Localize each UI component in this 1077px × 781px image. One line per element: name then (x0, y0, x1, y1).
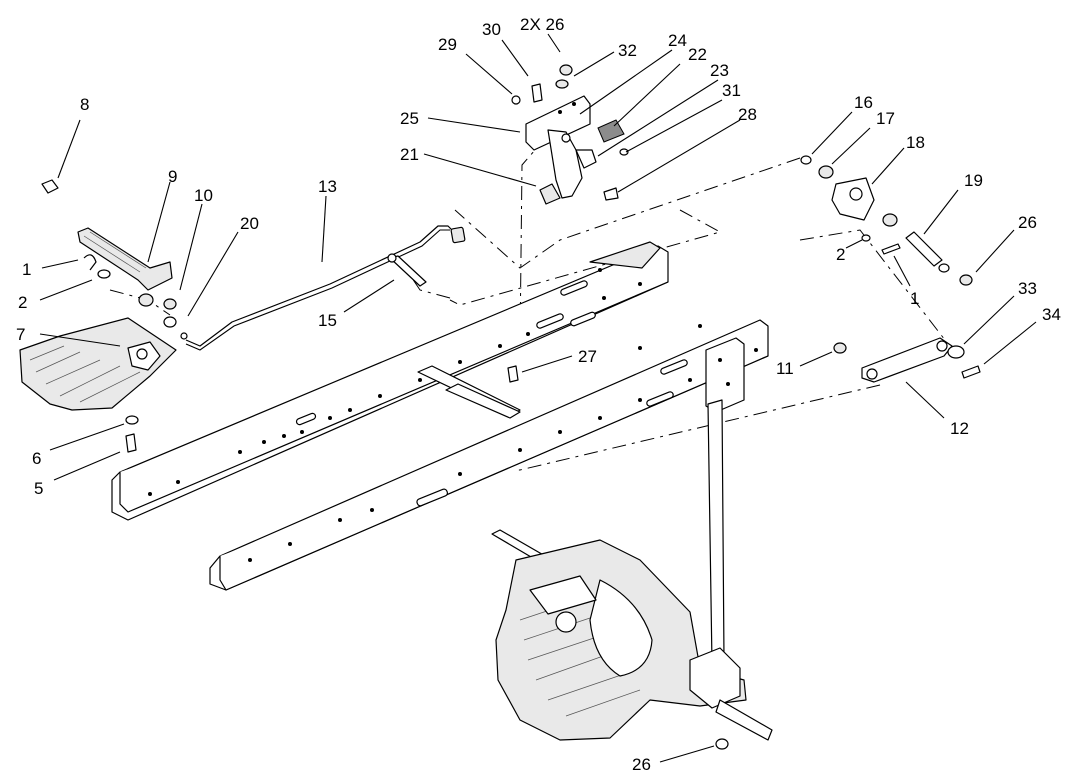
transaxle (491, 529, 773, 750)
spacer (905, 231, 943, 267)
callout-10: 10 (194, 186, 213, 205)
callout-25: 25 (400, 109, 419, 128)
callout-23: 23 (710, 61, 729, 80)
callout-16: 16 (854, 93, 873, 112)
mount-plate (525, 95, 591, 151)
spring (539, 183, 561, 205)
right-linkage (800, 155, 981, 383)
callout-5: 5 (34, 479, 43, 498)
callout-6: 6 (32, 449, 41, 468)
callout-1-left: 1 (22, 260, 31, 279)
callout-9: 9 (168, 167, 177, 186)
callout-7: 7 (16, 325, 25, 344)
callout-8: 8 (80, 95, 89, 114)
frame-bolt (507, 365, 519, 383)
callout-2-left: 2 (18, 293, 27, 312)
pedal-washer (125, 415, 139, 425)
pedal-arm (77, 227, 173, 291)
shoulder-bolt (41, 179, 59, 194)
callout-33: 33 (1018, 279, 1037, 298)
callout-20: 20 (240, 214, 259, 233)
callout-31: 31 (722, 81, 741, 100)
bushing-small (163, 298, 177, 310)
callout-21: 21 (400, 145, 419, 164)
callout-19: 19 (964, 171, 983, 190)
pedal-pad (19, 317, 177, 411)
callout-22: 22 (688, 45, 707, 64)
callout-2-right: 2 (836, 245, 845, 264)
shift-shaft (705, 337, 745, 665)
callout-29: 29 (438, 35, 457, 54)
nut (163, 316, 177, 328)
callout-32: 32 (618, 41, 637, 60)
callout-15: 15 (318, 311, 337, 330)
callout-27: 27 (578, 347, 597, 366)
linkage-rod (185, 225, 466, 351)
pedal-bolt (125, 433, 137, 453)
callout-12: 12 (950, 419, 969, 438)
callout-24: 24 (668, 31, 687, 50)
assembly-center-lines (109, 149, 946, 471)
callout-26-bottom: 26 (632, 755, 651, 774)
callout-leaders (39, 33, 1037, 763)
callout-labels: 8 9 10 20 1 2 7 6 5 13 15 29 30 2X 26 32… (16, 15, 1061, 774)
clevis-pin (387, 253, 427, 287)
callout-11: 11 (776, 359, 794, 378)
callout-18: 18 (906, 133, 925, 152)
brake-pedal-assembly (19, 179, 188, 453)
frame-rails (111, 241, 769, 591)
washer (97, 269, 111, 279)
callout-26-right: 26 (1018, 213, 1037, 232)
callout-30: 30 (482, 20, 501, 39)
callout-28: 28 (738, 105, 757, 124)
spring-clip (83, 254, 97, 271)
callout-34: 34 (1042, 305, 1061, 324)
bushing (138, 293, 154, 307)
callout-17: 17 (876, 109, 895, 128)
link-plate (861, 337, 953, 383)
callout-1-right: 1 (910, 289, 919, 308)
callout-13: 13 (318, 177, 337, 196)
control-bracket-assembly (507, 64, 629, 383)
switch (597, 119, 625, 143)
callout-2x26: 2X 26 (520, 15, 564, 34)
